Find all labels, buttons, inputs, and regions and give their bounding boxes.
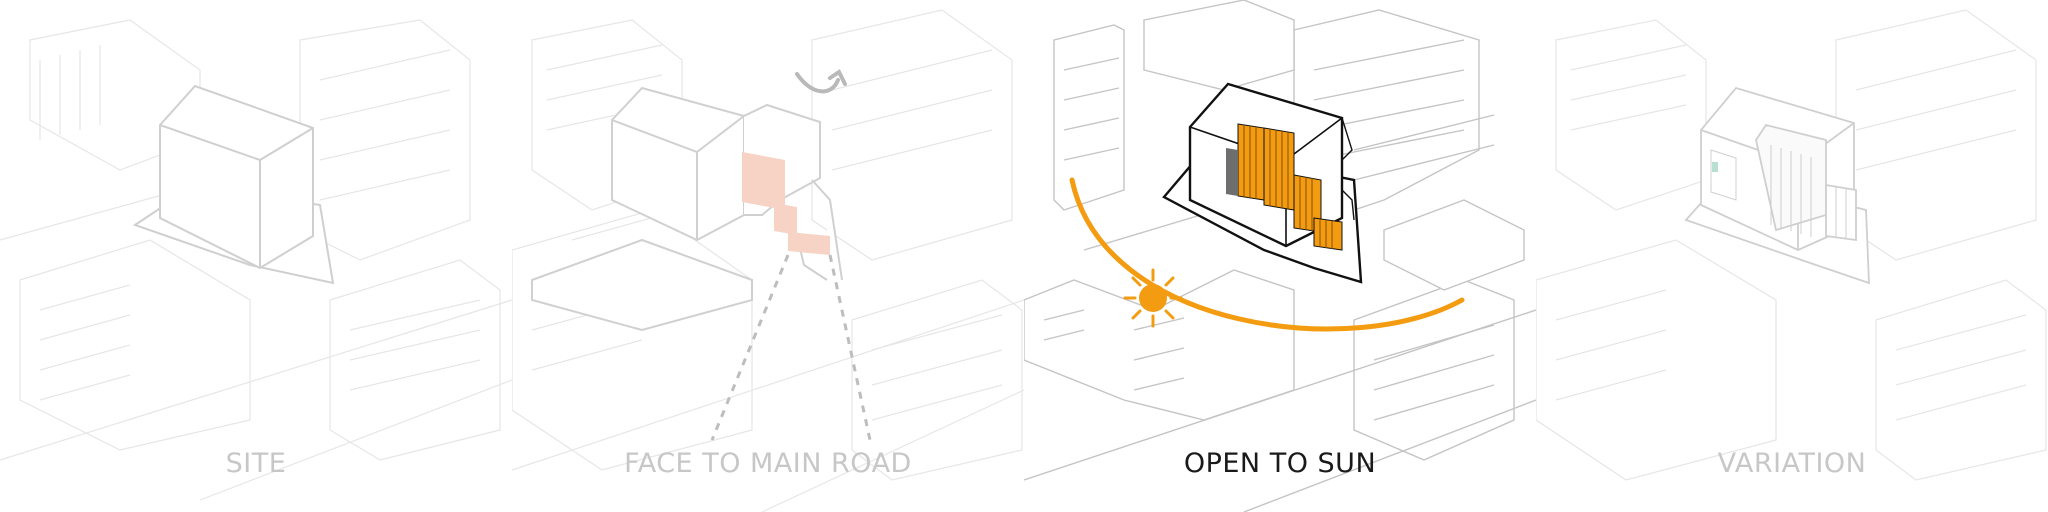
panel-variation: VARIATION xyxy=(1536,0,2048,512)
variation-diagram xyxy=(1536,9,2047,481)
face-road-diagram xyxy=(512,9,1024,512)
sun-icon xyxy=(1123,268,1183,328)
open-sun-diagram xyxy=(1024,0,1536,512)
panel-site: SITE xyxy=(0,0,512,512)
panel-label-variation: VARIATION xyxy=(1717,448,1867,479)
panel-label-site: SITE xyxy=(225,448,287,479)
panel-open-to-sun: OPEN TO SUN xyxy=(1024,0,1536,512)
panel-label-open-to-sun: OPEN TO SUN xyxy=(1183,448,1377,479)
sun-path-arc xyxy=(1069,177,1465,332)
rotate-arrow xyxy=(795,72,840,94)
window-accent xyxy=(1712,162,1718,172)
site-diagram xyxy=(0,19,512,501)
panel-face-to-main-road: FACE TO MAIN ROAD xyxy=(512,0,1024,512)
panel-label-face-to-main-road: FACE TO MAIN ROAD xyxy=(624,448,912,479)
